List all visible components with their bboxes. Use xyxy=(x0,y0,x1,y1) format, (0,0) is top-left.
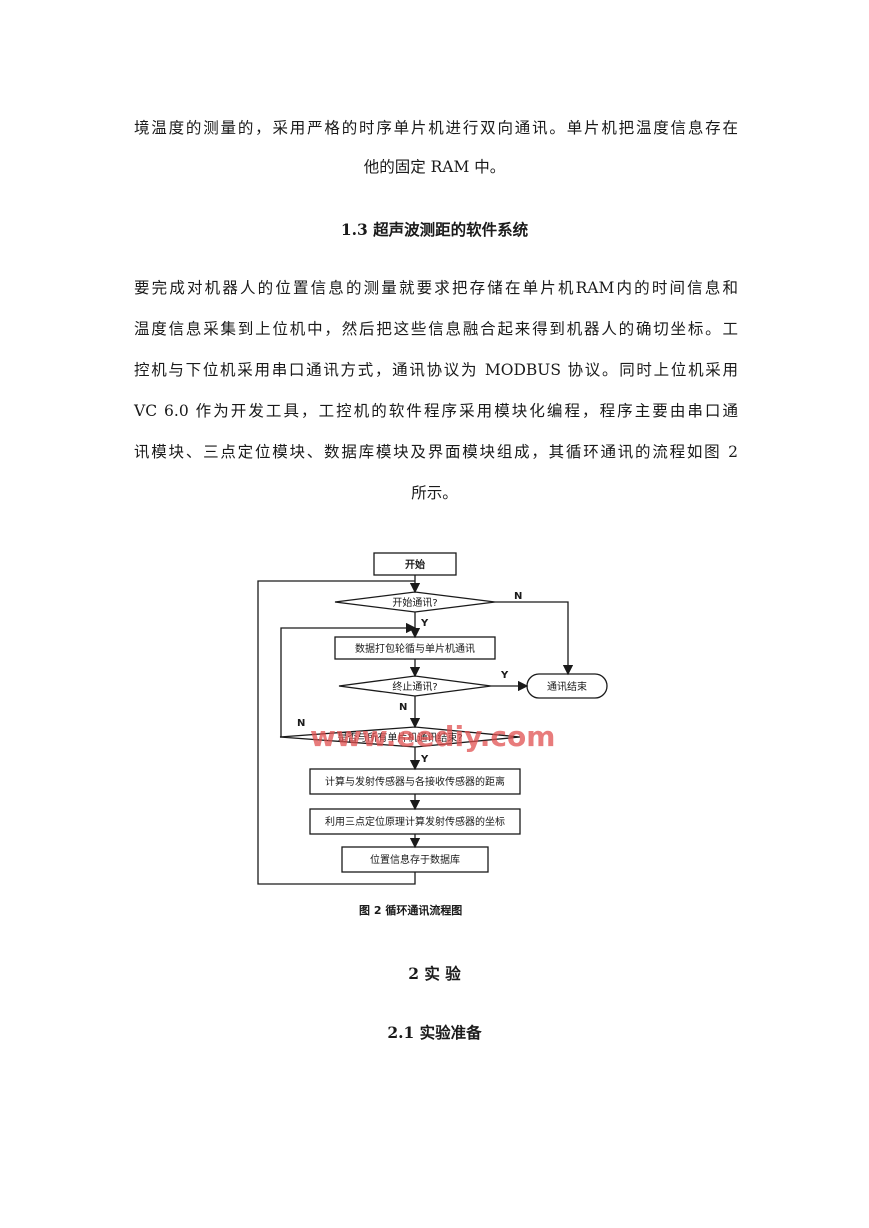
end-comm-label: 通讯结束 xyxy=(547,680,587,693)
poll-label: 数据打包轮循与单片机通讯 xyxy=(355,642,475,655)
section-heading: 1.3 超声波测距的软件系统 xyxy=(340,220,529,239)
yes-label: Y xyxy=(420,754,429,765)
paragraph-line: 要完成对机器人的位置信息的测量就要求把存储在单片机RAM内的时间信息和 xyxy=(134,279,738,297)
section-heading: 2 实 验 xyxy=(408,964,461,983)
watermark: www.eediy.com xyxy=(310,720,555,753)
all-done-label: 是否与所有单片机通讯结束? xyxy=(337,731,462,744)
paragraph-line: 境温度的测量的，采用严格的时序单片机进行双向通讯。单片机把温度信息存在 xyxy=(134,119,738,137)
paragraph-line: 他的固定 RAM 中。 xyxy=(363,158,506,176)
yes-label: Y xyxy=(500,670,509,681)
stop-comm-label: 终止通讯? xyxy=(392,680,437,693)
subsection-heading: 2.1 实验准备 xyxy=(387,1023,482,1042)
paragraph-line: 所示。 xyxy=(411,484,458,502)
figure-caption: 图 2 循环通讯流程图 xyxy=(359,903,462,917)
calc-coord-label: 利用三点定位原理计算发射传感器的坐标 xyxy=(325,815,505,828)
paragraph-line: 讯模块、三点定位模块、数据库模块及界面模块组成，其循环通讯的流程如图 2 xyxy=(134,443,738,461)
paragraph-line: 温度信息采集到上位机中，然后把这些信息融合起来得到机器人的确切坐标。工 xyxy=(134,320,738,338)
flowchart-figure: 开始 开始通讯? 数据打包轮循与单片机通讯 终止通讯? 通讯结束 是否与所有单片… xyxy=(257,552,608,917)
all-done-decision xyxy=(279,726,521,748)
paragraph-line: 控机与下位机采用串口通讯方式，通讯协议为 MODBUS 协议。同时上位机采用 xyxy=(134,361,738,379)
paragraph-line: VC 6.0 作为开发工具，工控机的软件程序采用模块化编程，程序主要由串口通 xyxy=(134,402,738,420)
no-label: N xyxy=(399,702,407,713)
calc-dist-label: 计算与发射传感器与各接收传感器的距离 xyxy=(325,775,505,788)
yes-label: Y xyxy=(420,618,429,629)
save-db-label: 位置信息存于数据库 xyxy=(370,853,460,866)
no-label: N xyxy=(514,591,522,602)
no-label: N xyxy=(297,718,305,729)
begin-comm-label: 开始通讯? xyxy=(392,596,437,609)
start-label: 开始 xyxy=(405,558,425,571)
